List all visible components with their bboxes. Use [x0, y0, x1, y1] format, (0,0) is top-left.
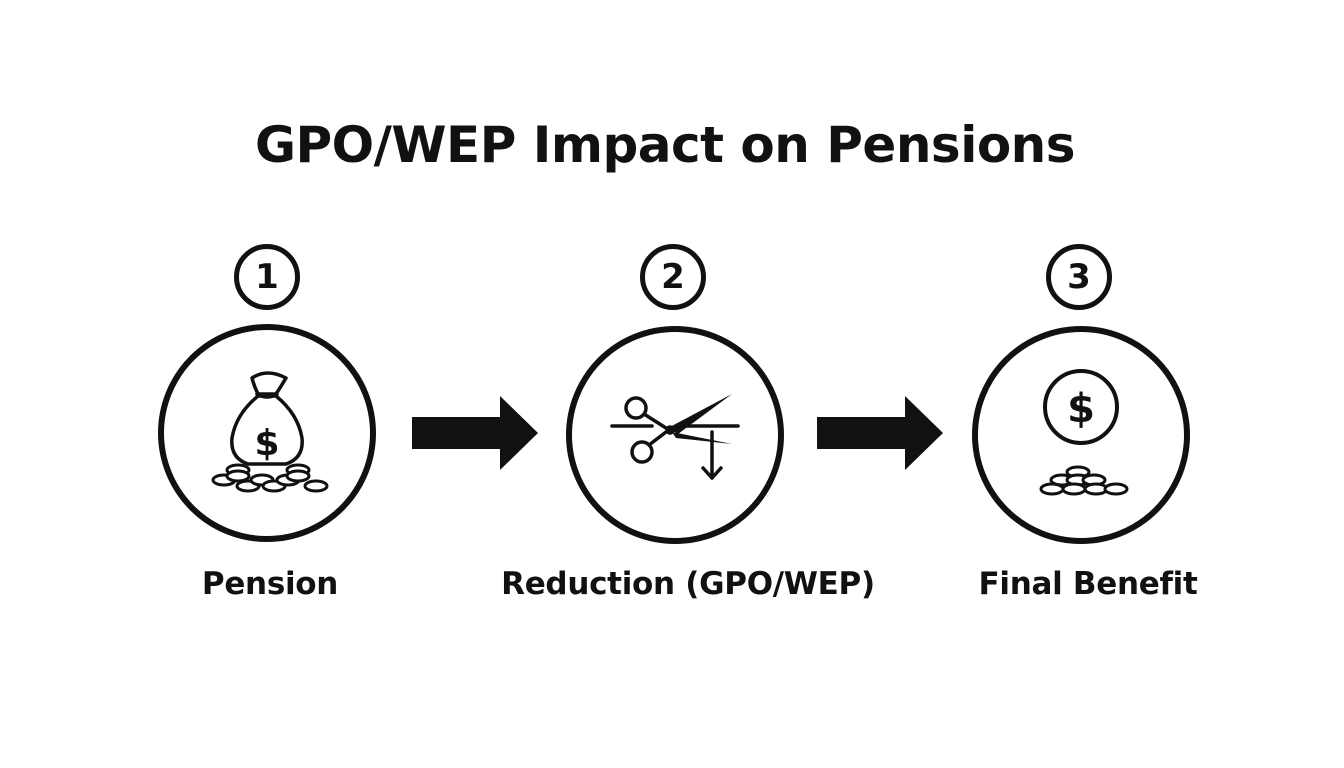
step-1-number: 1: [234, 244, 300, 310]
step-1-circle: $: [158, 324, 376, 542]
scissors-icon: [610, 394, 740, 480]
step-3-label: Final Benefit: [978, 566, 1198, 602]
diagram-title: GPO/WEP Impact on Pensions: [254, 116, 1076, 174]
svg-text:$: $: [254, 423, 279, 464]
arrow-right-icon: [817, 396, 943, 470]
step-2-label: Reduction (GPO/WEP): [501, 566, 875, 602]
arrow-right-icon: [412, 396, 538, 470]
step-3-circle: $: [972, 326, 1190, 544]
step-3-number: 3: [1046, 244, 1112, 310]
dollar-coin-icon: $: [1039, 369, 1129, 496]
step-1-label: Pension: [201, 566, 339, 602]
money-bag-icon: $: [211, 371, 329, 493]
svg-text:$: $: [1067, 386, 1095, 432]
step-2-circle: [566, 326, 784, 544]
step-2-number: 2: [640, 244, 706, 310]
